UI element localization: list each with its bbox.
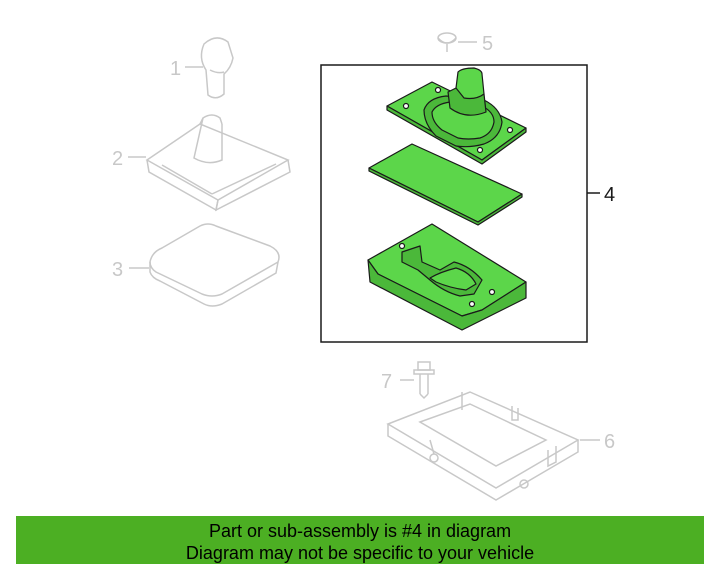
part-4-insulator-sheet <box>368 143 523 226</box>
notice-banner: Part or sub-assembly is #4 in diagram Di… <box>16 516 704 564</box>
callout-2: 2 <box>112 148 123 170</box>
part-3-pad <box>129 223 280 307</box>
part-6-bracket <box>386 391 600 501</box>
part-5-clip <box>437 32 477 52</box>
part-4-assembly-box <box>320 64 588 343</box>
parts-diagram: 1 2 3 5 4 <box>112 32 615 501</box>
callout-6: 6 <box>604 431 615 453</box>
callout-5: 5 <box>482 33 493 55</box>
callout-1: 1 <box>170 58 181 80</box>
part-4-upper-seal <box>386 67 527 165</box>
part-1-shift-knob <box>185 37 234 99</box>
callout-4: 4 <box>604 184 615 206</box>
part-4-base-tray <box>367 223 527 331</box>
banner-line-2: Diagram may not be specific to your vehi… <box>185 543 535 563</box>
banner-line-1: Part or sub-assembly is #4 in diagram <box>208 521 512 541</box>
callout-7: 7 <box>381 371 392 393</box>
part-7-bolt <box>400 361 435 400</box>
callout-3: 3 <box>112 259 123 281</box>
part-2-shift-boot <box>128 114 291 212</box>
